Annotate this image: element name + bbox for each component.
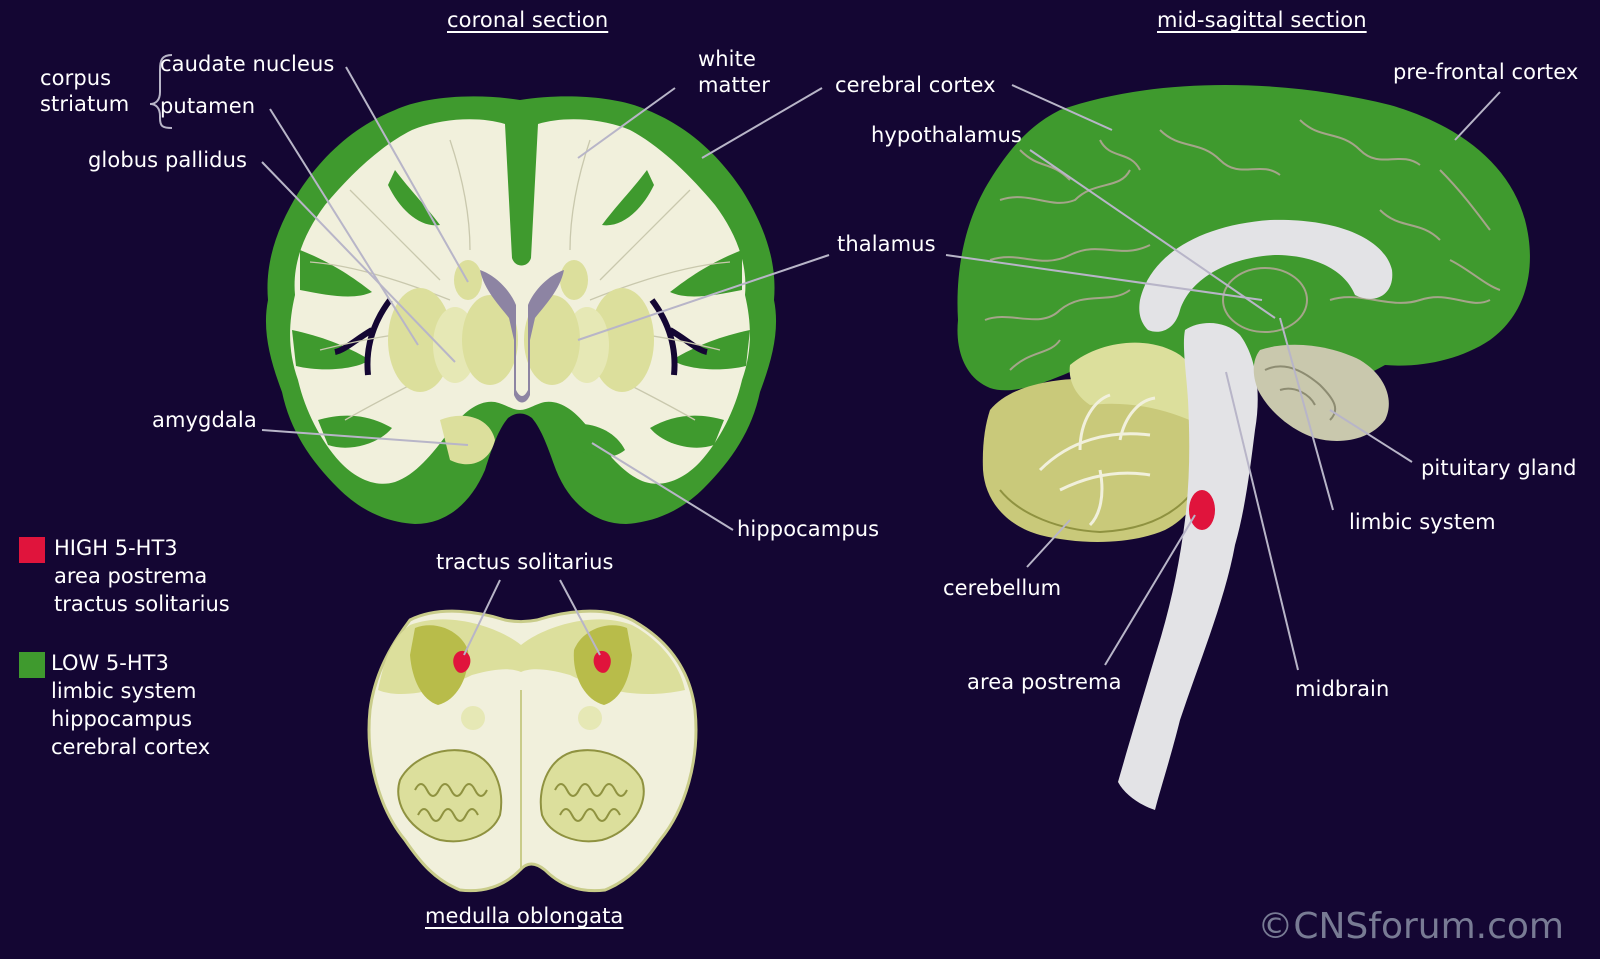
medulla-olive-right bbox=[539, 749, 645, 843]
leader-amygdala bbox=[261, 429, 469, 446]
label-hippocampus: hippocampus bbox=[737, 517, 880, 541]
legend-high-item: tractus solitarius bbox=[54, 592, 230, 616]
label-cerebral-cortex: cerebral cortex bbox=[835, 73, 996, 97]
sagittal-thalamus bbox=[1222, 267, 1308, 333]
label-pituitary-gland: pituitary gland bbox=[1421, 456, 1577, 480]
leader-cerebral-cortex-sagittal bbox=[1011, 84, 1113, 131]
label-thalamus: thalamus bbox=[837, 232, 936, 256]
copyright-watermark: ©CNSforum.com bbox=[1257, 906, 1564, 947]
leader-thalamus-coronal bbox=[577, 254, 830, 341]
sagittal-gyri bbox=[984, 119, 1501, 371]
area-postrema-spot bbox=[1189, 490, 1215, 530]
legend-low-item: hippocampus bbox=[51, 707, 193, 731]
legend-low-item: cerebral cortex bbox=[51, 735, 211, 759]
tractus-solitarius-left-spot bbox=[453, 650, 471, 673]
coronal-heading: coronal section bbox=[447, 8, 609, 32]
legend-low-swatch bbox=[19, 652, 45, 678]
leader-hippocampus bbox=[591, 442, 734, 531]
leader-hypothalamus bbox=[1029, 149, 1276, 319]
leader-globus bbox=[261, 161, 456, 363]
coronal-caudate-right bbox=[560, 260, 588, 300]
coronal-insula-left bbox=[334, 298, 393, 376]
medulla-nucleus-left bbox=[410, 625, 469, 705]
coronal-sulcus-left-2 bbox=[292, 330, 370, 370]
coronal-sulcus-right-2 bbox=[672, 330, 750, 370]
label-globus-pallidus: globus pallidus bbox=[88, 148, 248, 172]
legend-high: HIGH 5-HT3 area postrema tractus solitar… bbox=[54, 534, 230, 618]
label-putamen: putamen bbox=[160, 94, 256, 118]
label-caudate-nucleus: caudate nucleus bbox=[160, 52, 335, 76]
sagittal-corpus-callosum bbox=[1139, 219, 1393, 332]
label-pre-frontal-cortex: pre-frontal cortex bbox=[1393, 60, 1579, 84]
coronal-thalamus-left bbox=[462, 295, 518, 385]
coronal-sulcus-left-1 bbox=[300, 250, 372, 297]
coronal-putamen-left bbox=[388, 288, 452, 392]
coronal-ventricles bbox=[480, 270, 564, 403]
leader-lines bbox=[149, 54, 1501, 671]
coronal-hippocampus-right bbox=[565, 423, 625, 458]
sagittal-pituitary-region bbox=[1253, 344, 1389, 441]
coronal-sulcus-right-4 bbox=[602, 170, 654, 226]
sagittal-section bbox=[957, 85, 1530, 810]
coronal-sulcus-right-1 bbox=[670, 250, 742, 297]
medulla-olive-folds-left bbox=[414, 783, 488, 822]
legend-low: LOW 5-HT3 limbic system hippocampus cere… bbox=[51, 649, 210, 761]
legend-low-item: limbic system bbox=[51, 679, 197, 703]
medulla-olive-left bbox=[397, 749, 503, 843]
leader-area-postrema bbox=[1104, 514, 1196, 666]
sagittal-heading: mid-sagittal section bbox=[1157, 8, 1367, 32]
leader-pre-frontal bbox=[1454, 91, 1501, 141]
sagittal-cerebellum-edge bbox=[999, 489, 1191, 534]
label-hypothalamus: hypothalamus bbox=[871, 123, 1022, 147]
leader-putamen bbox=[269, 108, 419, 346]
coronal-sulcus-left-3 bbox=[318, 415, 392, 448]
leader-thalamus-sagittal bbox=[945, 254, 1263, 301]
medulla-dot-left bbox=[461, 706, 485, 730]
label-area-postrema: area postrema bbox=[967, 670, 1122, 694]
medulla-olive-folds-right bbox=[554, 783, 628, 822]
leader-corpus-brace bbox=[149, 54, 173, 129]
leader-tractus-left bbox=[463, 579, 501, 656]
legend-high-title: HIGH 5-HT3 bbox=[54, 536, 178, 560]
label-amygdala: amygdala bbox=[152, 408, 257, 432]
label-striatum: striatum bbox=[40, 92, 130, 116]
coronal-insula-right bbox=[649, 298, 708, 376]
leader-limbic bbox=[1279, 317, 1334, 511]
sagittal-cerebellum-upper bbox=[1069, 342, 1205, 425]
label-midbrain: midbrain bbox=[1295, 677, 1390, 701]
legend-high-item: area postrema bbox=[54, 564, 208, 588]
coronal-putamen-right bbox=[590, 288, 654, 392]
coronal-sulcus-right-3 bbox=[650, 415, 724, 448]
sagittal-cerebellum-lower bbox=[982, 378, 1207, 542]
leader-tractus-right bbox=[559, 579, 601, 656]
sagittal-brainstem bbox=[1118, 323, 1258, 810]
label-corpus: corpus bbox=[40, 66, 112, 90]
leader-caudate bbox=[345, 66, 469, 283]
medulla-dot-right bbox=[578, 706, 602, 730]
label-tractus-solitarius: tractus solitarius bbox=[436, 550, 614, 574]
coronal-amygdala-left bbox=[440, 415, 495, 465]
leader-midbrain bbox=[1225, 371, 1299, 671]
legend-low-title: LOW 5-HT3 bbox=[51, 651, 169, 675]
coronal-section bbox=[265, 96, 777, 524]
sagittal-cerebellum-folia bbox=[1038, 393, 1156, 527]
leader-white-matter bbox=[577, 87, 676, 159]
label-matter: matter bbox=[698, 73, 770, 97]
label-white: white bbox=[698, 47, 756, 71]
label-limbic-system: limbic system bbox=[1349, 510, 1496, 534]
legend-high-swatch bbox=[19, 537, 45, 563]
medulla-heading: medulla oblongata bbox=[425, 904, 624, 928]
medulla-section bbox=[367, 609, 698, 893]
label-cerebellum: cerebellum bbox=[943, 576, 1062, 600]
coronal-thalamus-right bbox=[524, 295, 580, 385]
leader-pituitary bbox=[1329, 409, 1413, 463]
tractus-solitarius-right-spot bbox=[593, 650, 611, 673]
leader-cerebellum bbox=[1026, 519, 1071, 568]
leader-cerebral-cortex-coronal bbox=[701, 87, 823, 159]
